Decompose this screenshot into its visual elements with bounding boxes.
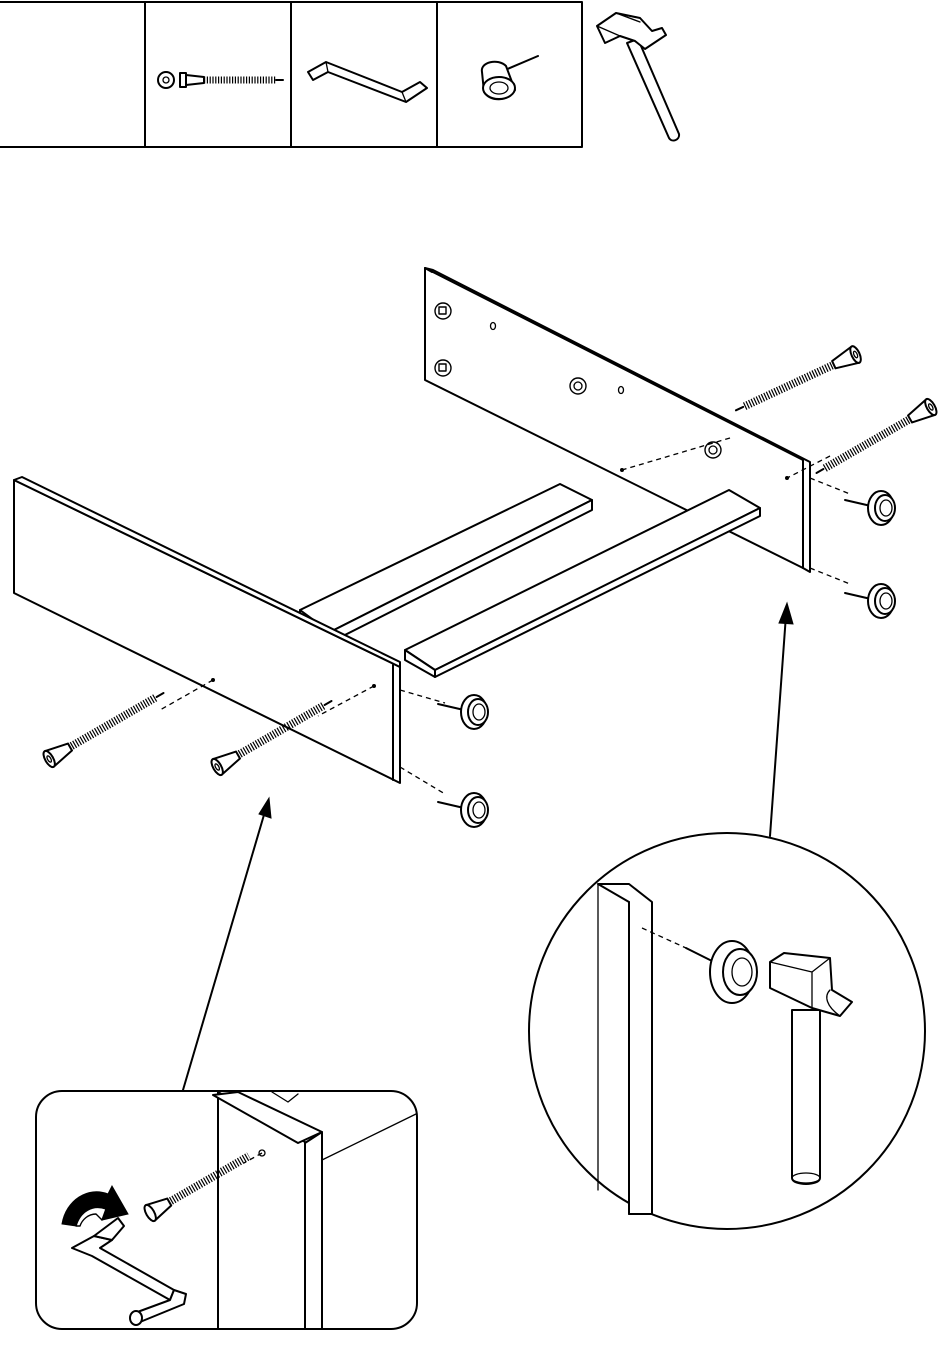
parts-table	[0, 2, 679, 147]
screw-icon	[158, 72, 283, 88]
cam-hole	[705, 442, 721, 458]
glide-hammering-detail	[529, 833, 925, 1229]
hammer-icon	[597, 13, 679, 141]
main-assembly	[14, 268, 939, 827]
screw	[41, 685, 168, 769]
lower-rail	[405, 490, 760, 677]
pointer-arrow-right	[770, 603, 793, 836]
glide-nail	[438, 695, 488, 729]
screw	[812, 397, 939, 481]
glide-nail	[438, 793, 488, 827]
cam-hole	[570, 378, 586, 394]
allen-key-icon	[308, 62, 427, 102]
cam-lock-hole	[435, 360, 451, 376]
glide-nail	[845, 584, 895, 618]
glide-nail	[845, 491, 895, 525]
glide-nail-icon	[482, 56, 538, 99]
cam-lock-hole	[435, 303, 451, 319]
screw-driving-detail	[36, 1091, 417, 1329]
screw	[732, 345, 863, 419]
pointer-arrow-left	[183, 798, 271, 1090]
